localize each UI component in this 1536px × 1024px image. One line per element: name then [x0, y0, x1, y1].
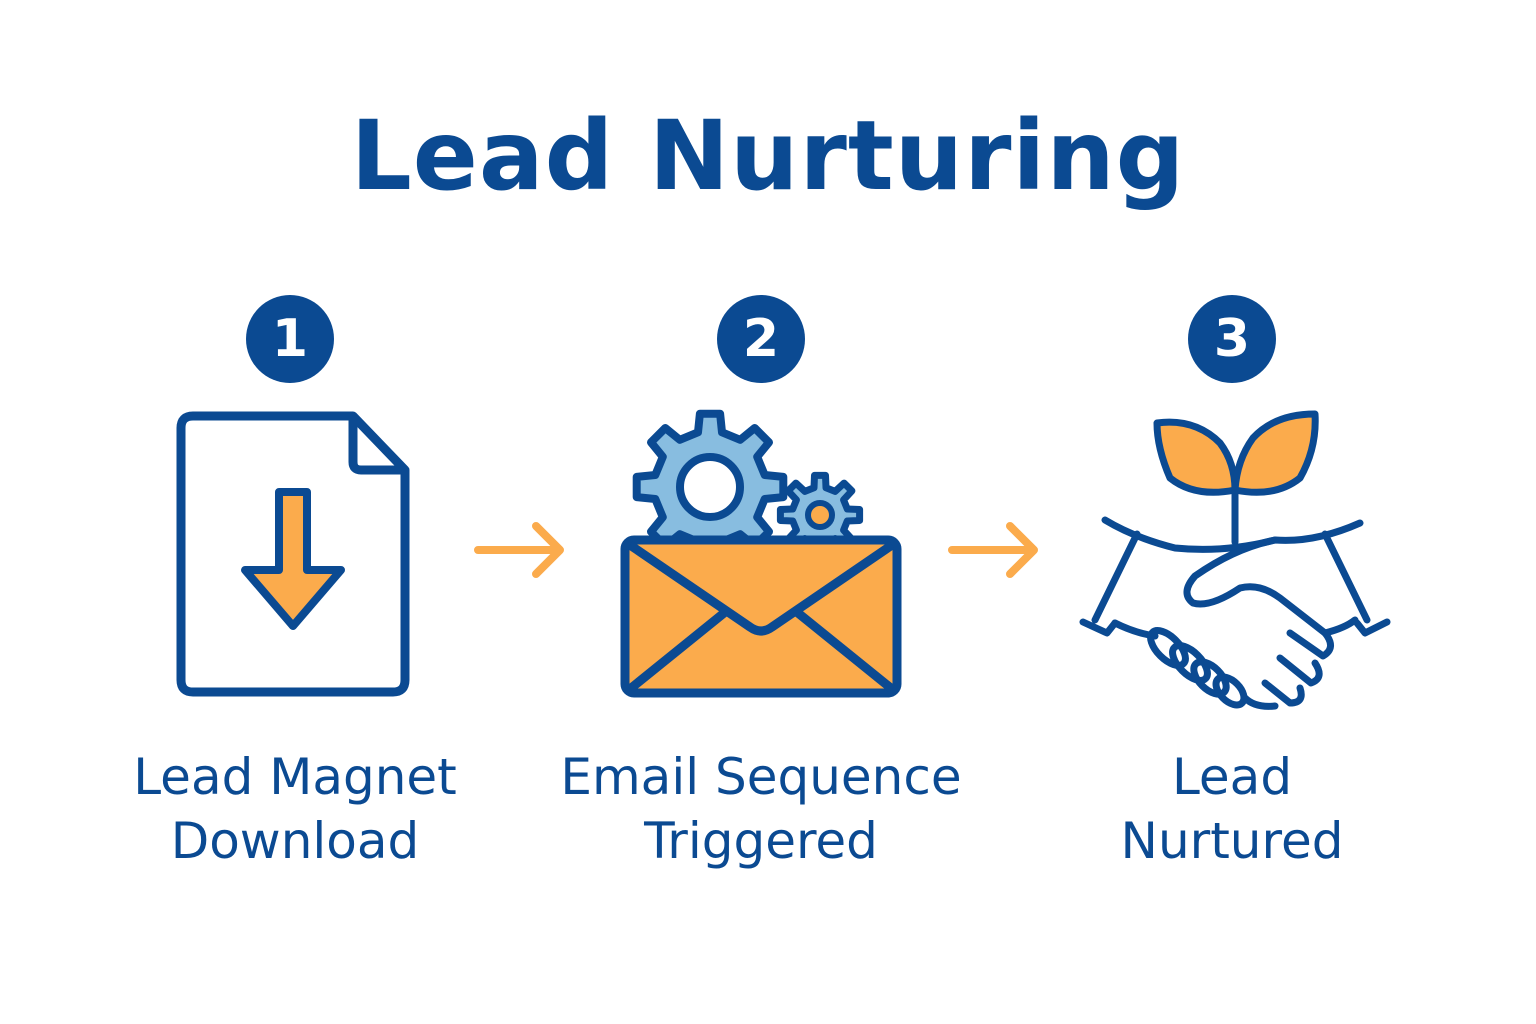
step-2-label-line1: Email Sequence [560, 748, 962, 806]
step-1-label: Lead Magnet Download [75, 745, 515, 873]
email-gears-icon [620, 409, 902, 698]
step-1-label-line2: Download [170, 812, 420, 870]
step-2-label: Email Sequence Triggered [541, 745, 981, 873]
step-3-label: Lead Nurtured [1012, 745, 1452, 873]
handshake-plant-icon [1079, 410, 1391, 710]
file-download-icon [176, 411, 410, 697]
step-3-badge: 3 [1188, 295, 1276, 383]
arrow-right-icon [948, 522, 1038, 578]
step-3-label-line1: Lead [1171, 748, 1293, 806]
arrow-right-icon [474, 522, 564, 578]
step-2-label-line2: Triggered [644, 812, 878, 870]
step-2-badge: 2 [717, 295, 805, 383]
step-3-label-line2: Nurtured [1120, 812, 1344, 870]
diagram-title: Lead Nurturing [350, 100, 1186, 212]
step-1-badge: 1 [246, 295, 334, 383]
step-1-label-line1: Lead Magnet [133, 748, 457, 806]
